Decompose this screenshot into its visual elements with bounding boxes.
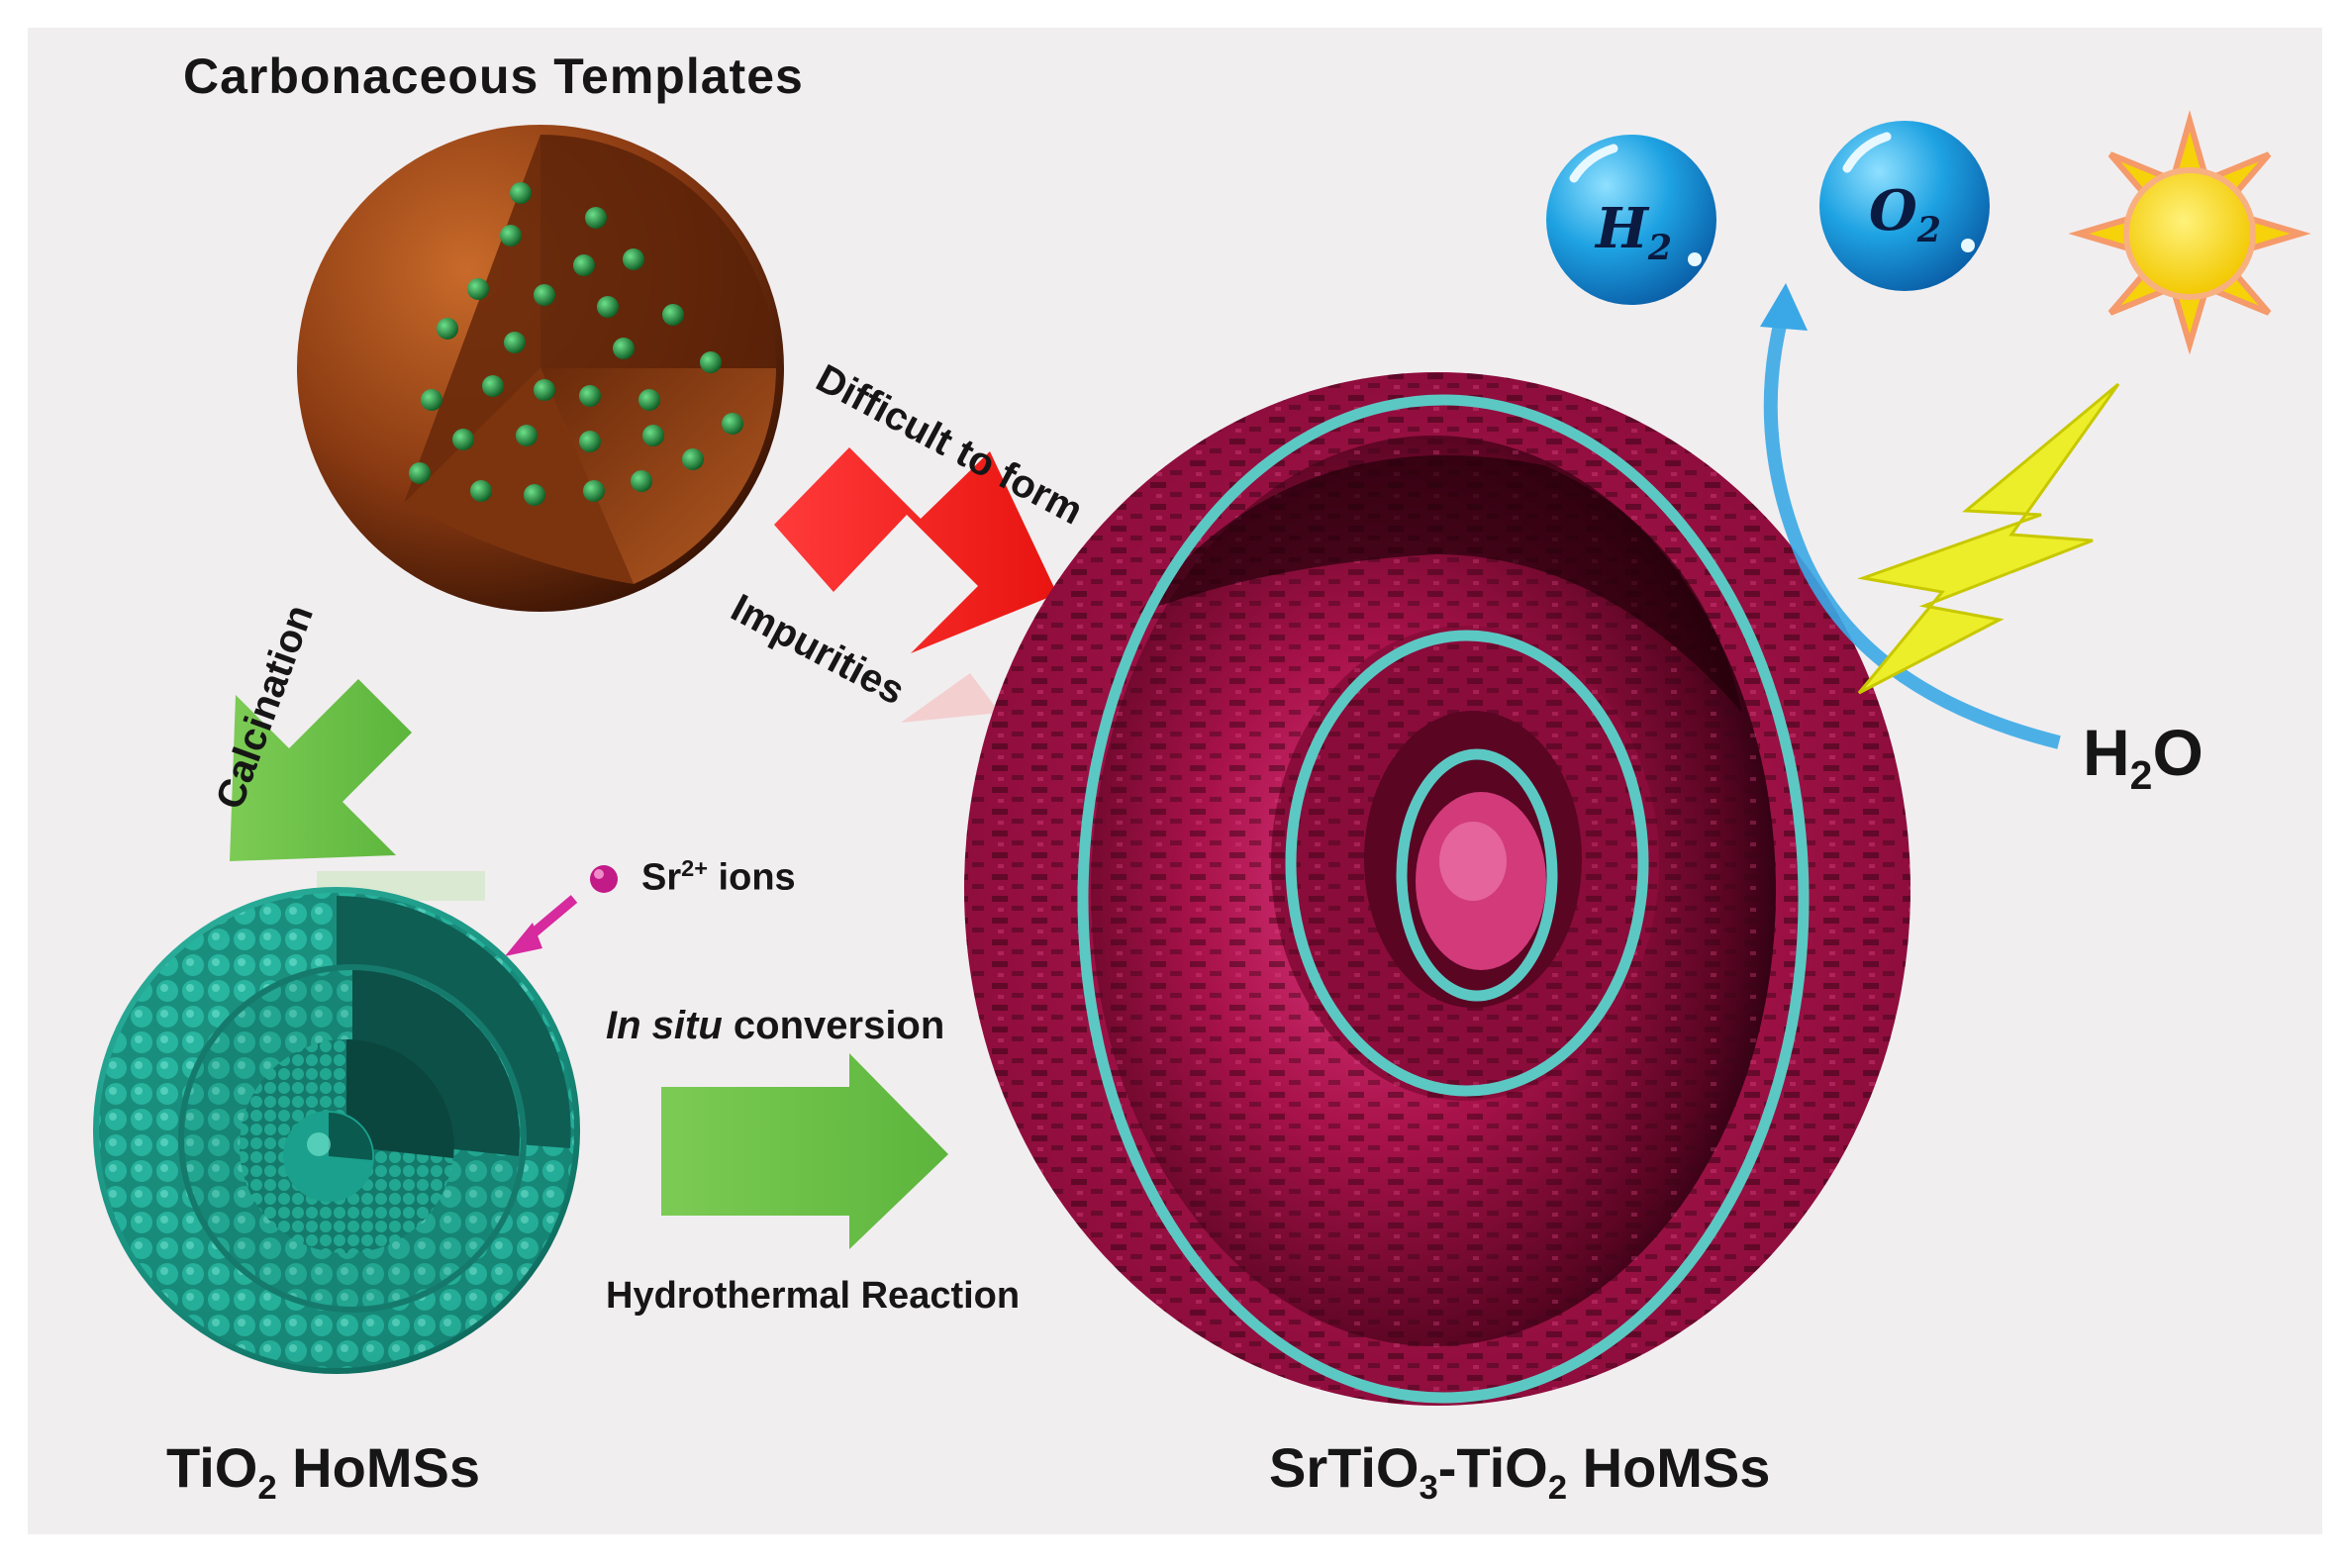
srtio-sub1: 3 [1419,1469,1438,1508]
conversion-arrow [661,1053,948,1249]
in-situ-conversion-label: In situ conversion [606,1004,944,1048]
tio2-tail: HoMSs [276,1436,480,1499]
in-situ-italic: In situ [606,1004,723,1047]
carbon-template-sphere-icon [297,125,784,612]
sr-ions-label: Sr2+ ions [641,855,796,900]
carbonaceous-templates-label: Carbonaceous Templates [183,49,804,104]
lightning-icon [1857,382,2120,695]
sr-ions-tail: ions [708,856,796,899]
hydrothermal-reaction-label: Hydrothermal Reaction [606,1275,1021,1317]
sr-ion-arrow [505,895,578,956]
conversion-text: conversion [722,1004,945,1047]
sr-ion-icon [590,865,618,893]
srtio3-tio2-homs-sphere-icon [964,372,1910,1406]
o2-bubble-icon [1819,121,1990,291]
h2-sub: 2 [1647,228,1673,269]
tio2-homss-label: TiO2 HoMSs [166,1435,480,1508]
tio2-sub: 2 [257,1469,277,1508]
o2-bubble-label: O2 [1869,178,1941,250]
o2-main: O [1869,178,1917,244]
o2-sub: 2 [1916,210,1941,251]
h2o-tail: O [2152,716,2204,789]
water-to-gas-arrow [1760,283,2061,749]
srtio3-tio2-homss-label: SrTiO3-TiO2 HoMSs [1269,1435,1770,1508]
red-arrow [774,447,1057,723]
tio2-main: TiO [166,1436,258,1499]
h2-bubble-label: H2 [1596,196,1672,268]
srtio-mid: -TiO [1437,1436,1548,1499]
srtio-tail: HoMSs [1567,1436,1771,1499]
h2o-main: H [2083,716,2130,789]
sr-ions-charge: 2+ [681,855,708,881]
h2o-label: H2O [2083,715,2204,799]
h2-bubble-icon [1546,135,1716,305]
h2-main: H [1596,196,1648,261]
srtio-main: SrTiO [1269,1436,1420,1499]
dopant-dots [409,182,743,506]
shell-rings [1077,394,1810,1404]
sun-icon [2068,110,2311,355]
tio2-homs-sphere-icon [93,887,580,1374]
srtio-sub2: 2 [1547,1469,1568,1508]
sr-ions-main: Sr [641,856,682,899]
h2o-sub: 2 [2129,752,2153,799]
